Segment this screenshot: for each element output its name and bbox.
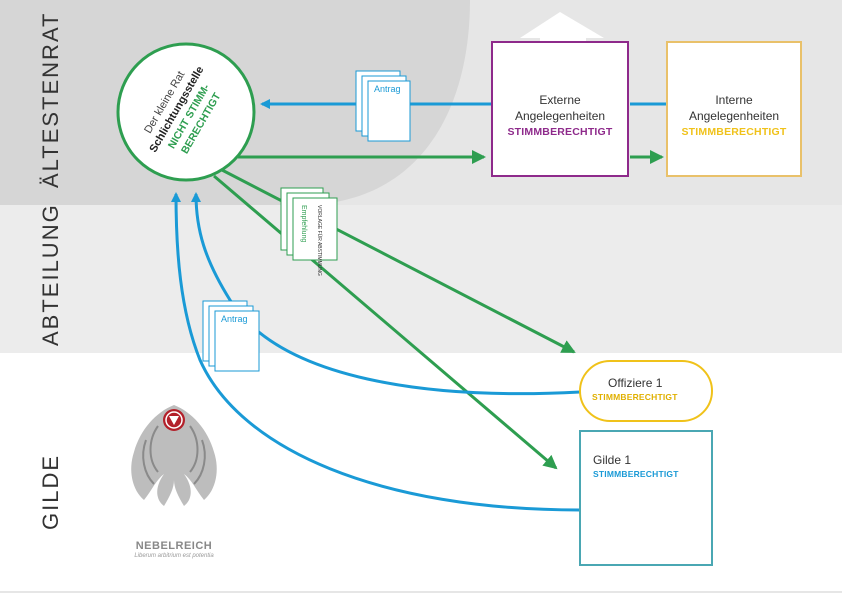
logo-name: NEBELREICH (135, 540, 213, 552)
section-band-abteilung (0, 205, 842, 353)
guild-label: Gilde 1 STIMMBERECHTIGT (593, 452, 703, 480)
document-stack-empfehlung (280, 187, 338, 261)
antrag-top-label: Antrag (374, 84, 401, 94)
guild-status: STIMMBERECHTIGT (593, 469, 679, 479)
blue-curve-guild-to-council (171, 192, 581, 512)
external-box (491, 41, 629, 177)
blue-curve-officers-to-council (191, 192, 581, 396)
document-stack-antrag-top (355, 70, 411, 142)
external-line1: Externe (539, 93, 581, 107)
officers-name: Offiziere 1 (608, 376, 663, 390)
empfehlung-sub-label: VORLAGE FÜR ABSTIMMUNG (316, 205, 322, 276)
internal-label: Interne Angelegenheiten STIMMBERECHTIGT (667, 92, 801, 140)
section-label-abteilung: ABTEILUNG (38, 203, 63, 346)
document-stack-antrag-left (202, 300, 260, 372)
external-line2: Angelegenheiten (514, 109, 606, 123)
officers-label: Offiziere 1 STIMMBERECHTIGT (592, 375, 702, 403)
internal-line1: Interne (715, 93, 753, 107)
internal-box (666, 41, 802, 177)
council-circle (116, 42, 256, 182)
section-label-aeltestenrat: ÄLTESTENRAT (38, 11, 63, 188)
council-text: Der kleine Rat Schlichtungsstelle NICHT … (128, 58, 238, 168)
guild-box (579, 430, 713, 566)
empfehlung-label: Empfehlung (300, 205, 307, 243)
guild-name: Gilde 1 (593, 453, 632, 467)
officers-box (579, 360, 713, 422)
logo-motto: Liberum arbitrium est potentia (134, 553, 214, 559)
green-arrow-to-guild (213, 174, 558, 470)
green-arrow-to-officers (221, 168, 576, 354)
external-label: Externe Angelegenheiten STIMMBERECHTIGT (492, 92, 628, 140)
up-arrow-shape (520, 12, 604, 42)
external-status: STIMMBERECHTIGT (507, 126, 613, 138)
internal-line2: Angelegenheiten (688, 109, 780, 123)
antrag-left-label: Antrag (221, 314, 248, 324)
internal-status: STIMMBERECHTIGT (681, 126, 787, 138)
phoenix-logo (131, 405, 217, 506)
officers-status: STIMMBERECHTIGT (592, 392, 678, 402)
section-label-gilde: GILDE (38, 453, 63, 530)
